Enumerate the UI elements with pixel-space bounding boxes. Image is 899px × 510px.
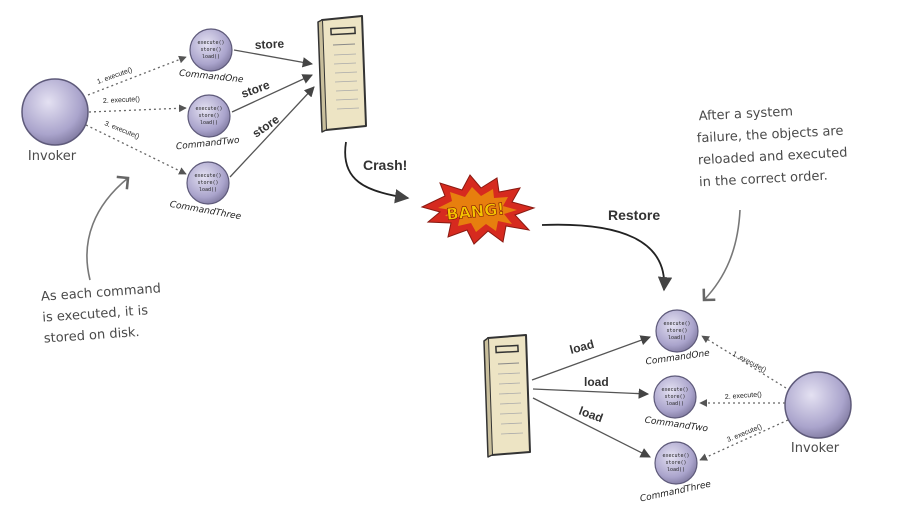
top-server xyxy=(317,15,367,133)
bottom-call-2: 2. execute() xyxy=(725,391,762,401)
note-left-line-3: stored on disk. xyxy=(43,325,140,347)
store-label-2: store xyxy=(239,78,272,101)
store-label-1: store xyxy=(254,36,284,52)
svg-text:load(): load() xyxy=(668,335,686,341)
note-left-line-1: As each command xyxy=(40,281,161,304)
bottom-execute-arrows: 1. execute() 2. execute() 3. execute() xyxy=(699,335,789,461)
bottom-invoker-label: Invoker xyxy=(791,441,840,456)
bottom-command-three: execute() store() load() CommandThree xyxy=(639,441,712,504)
top-execute-arrow-3 xyxy=(85,124,187,175)
svg-text:store(): store() xyxy=(200,47,221,53)
note-right-arrow xyxy=(702,209,741,302)
note-left-line-2: is executed, it is xyxy=(42,303,149,325)
bang-burst: BANG! xyxy=(420,174,536,245)
load-arrow-3 xyxy=(532,397,651,458)
bottom-call-1: 1. execute() xyxy=(731,351,767,375)
load-arrow-2 xyxy=(532,388,650,399)
svg-text:load(): load() xyxy=(666,401,684,407)
svg-text:load(): load() xyxy=(667,467,685,473)
load-label-2: load xyxy=(584,375,609,389)
restore-arrow xyxy=(541,223,673,292)
bottom-call-3: 3. execute() xyxy=(726,424,763,444)
restore-label: Restore xyxy=(608,207,660,223)
svg-text:store(): store() xyxy=(198,113,219,119)
svg-text:load(): load() xyxy=(202,54,220,60)
bottom-execute-arrow-3 xyxy=(699,419,789,461)
store-arrow-3 xyxy=(229,86,315,178)
load-arrows: load load load xyxy=(531,335,651,458)
top-invoker-label: Invoker xyxy=(28,149,77,164)
load-arrow-1 xyxy=(531,335,651,381)
note-right-line-1: After a system xyxy=(698,104,793,124)
load-label-1: load xyxy=(568,337,595,357)
top-execute-arrow-2 xyxy=(88,104,187,113)
svg-text:execute(): execute() xyxy=(195,106,222,112)
bottom-execute-arrow-1 xyxy=(701,335,787,389)
store-label-3: store xyxy=(250,112,282,140)
svg-text:execute(): execute() xyxy=(662,453,689,459)
top-call-3: 3. execute() xyxy=(103,120,140,140)
svg-text:store(): store() xyxy=(665,460,686,466)
svg-text:execute(): execute() xyxy=(197,40,224,46)
crash-label: Crash! xyxy=(363,157,407,173)
svg-text:load(): load() xyxy=(200,120,218,126)
svg-text:store(): store() xyxy=(664,394,685,400)
note-left-arrow xyxy=(86,175,130,281)
top-command-one-label: CommandOne xyxy=(179,69,245,86)
top-command-two-label: CommandTwo xyxy=(175,136,240,153)
top-call-2: 2. execute() xyxy=(103,96,140,105)
store-arrows: store store store xyxy=(229,36,315,178)
bottom-command-one: execute() store() load() CommandOne xyxy=(645,309,711,367)
store-arrow-1 xyxy=(233,49,314,68)
bottom-server xyxy=(483,334,531,458)
top-call-1: 1. execute() xyxy=(96,67,133,86)
top-execute-arrows: 1. execute() 2. execute() 3. execute() xyxy=(85,55,187,175)
note-right: After a system failure, the objects are … xyxy=(696,104,848,191)
svg-text:execute(): execute() xyxy=(663,321,690,327)
svg-text:execute(): execute() xyxy=(194,173,221,179)
store-arrow-2 xyxy=(231,74,313,113)
bottom-command-two: execute() store() load() CommandTwo xyxy=(644,375,709,434)
top-command-two: execute() store() load() CommandTwo xyxy=(175,94,241,153)
note-right-line-3: reloaded and executed xyxy=(698,146,848,169)
svg-text:store(): store() xyxy=(197,180,218,186)
crash-arrow xyxy=(344,141,410,204)
top-command-one: execute() store() load() CommandOne xyxy=(179,28,245,86)
svg-text:load(): load() xyxy=(199,187,217,193)
note-left: As each command is executed, it is store… xyxy=(40,281,161,347)
bottom-invoker: Invoker xyxy=(784,371,852,456)
svg-text:store(): store() xyxy=(666,328,687,334)
top-command-three: execute() store() load() CommandThree xyxy=(169,161,242,222)
note-right-line-4: in the correct order. xyxy=(699,169,828,191)
top-invoker: Invoker xyxy=(21,78,89,164)
svg-text:execute(): execute() xyxy=(661,387,688,393)
note-right-line-2: failure, the objects are xyxy=(696,124,843,147)
